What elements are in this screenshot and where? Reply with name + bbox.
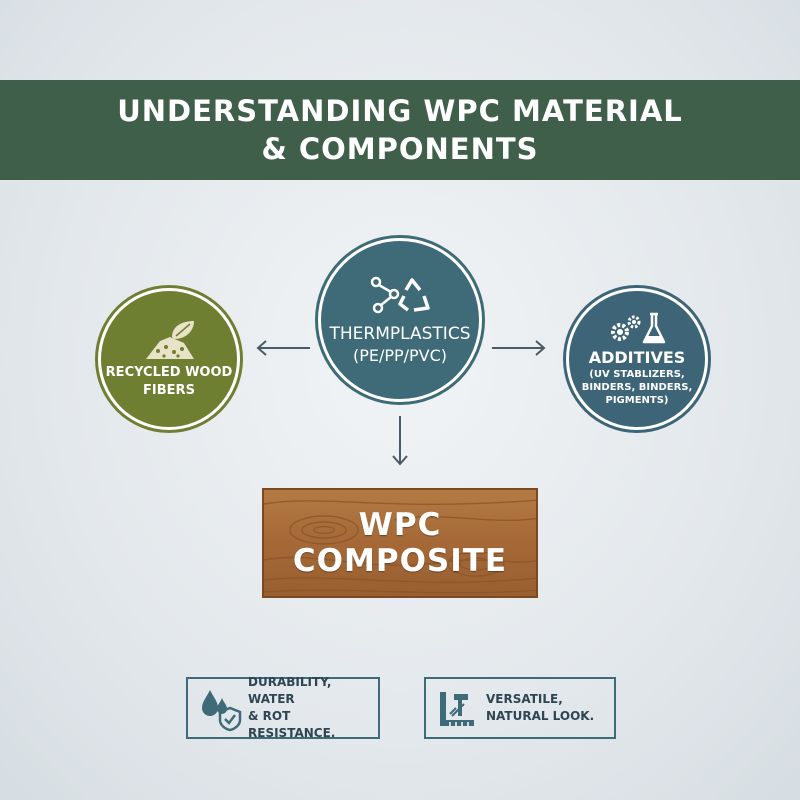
additives-detail-line-2: BINDERS, BINDERS,	[581, 381, 693, 393]
recycle-molecule-icon	[370, 277, 430, 314]
versatile-line-2: NATURAL LOOK.	[486, 709, 595, 723]
title-banner: UNDERSTANDING WPC MATERIAL & COMPONENTS	[0, 80, 800, 180]
additives-detail-line-3: PIGMENTS)	[605, 394, 669, 406]
leaf-sawdust-icon	[146, 320, 194, 359]
arrow-to-wood	[256, 340, 310, 356]
thermoplastics-node: THERMPLASTICS (PE/PP/PVC)	[318, 238, 482, 402]
thermoplastics-label-line-2: (PE/PP/PVC)	[352, 345, 448, 365]
wood-grain-pattern	[264, 499, 536, 594]
composite-line-2: COMPOSITE	[292, 543, 508, 579]
gears-flask-icon	[611, 312, 666, 343]
durability-line-1: DURABILITY, WATER	[248, 675, 332, 706]
wpc-composite-plank: WPC COMPOSITE	[262, 488, 538, 598]
arrow-to-composite	[392, 416, 408, 466]
additives-node: ADDITIVES (UV STABLIZERS, BINDERS, BINDE…	[566, 288, 708, 430]
versatile-text: VERSATILE, NATURAL LOOK.	[482, 691, 594, 725]
additives-label: ADDITIVES	[588, 347, 686, 367]
title-line-1: UNDERSTANDING WPC MATERIAL	[117, 94, 683, 128]
composite-line-1: WPC	[358, 507, 442, 543]
versatile-line-1: VERSATILE,	[486, 692, 563, 706]
wood-label-line-1: RECYCLED WOOD	[105, 364, 233, 380]
wood-label-line-2: FIBERS	[143, 383, 195, 398]
durability-line-2: & ROT RESISTANCE.	[248, 709, 336, 740]
benefit-versatile: VERSATILE, NATURAL LOOK.	[424, 677, 616, 739]
benefit-durability: DURABILITY, WATER & ROT RESISTANCE.	[186, 674, 380, 742]
recycled-wood-fibers-node: RECYCLED WOOD FIBERS	[98, 288, 240, 430]
water-drop-shield-icon	[202, 690, 242, 732]
thermoplastics-label-line-1: THERMPLASTICS	[329, 324, 471, 345]
title-line-2: & COMPONENTS	[261, 132, 539, 166]
arrow-to-additives	[492, 340, 546, 356]
ruler-hammer-icon	[440, 692, 474, 726]
additives-detail-line-1: (UV STABLIZERS,	[589, 368, 685, 380]
durability-text: DURABILITY, WATER & ROT RESISTANCE.	[244, 674, 378, 742]
